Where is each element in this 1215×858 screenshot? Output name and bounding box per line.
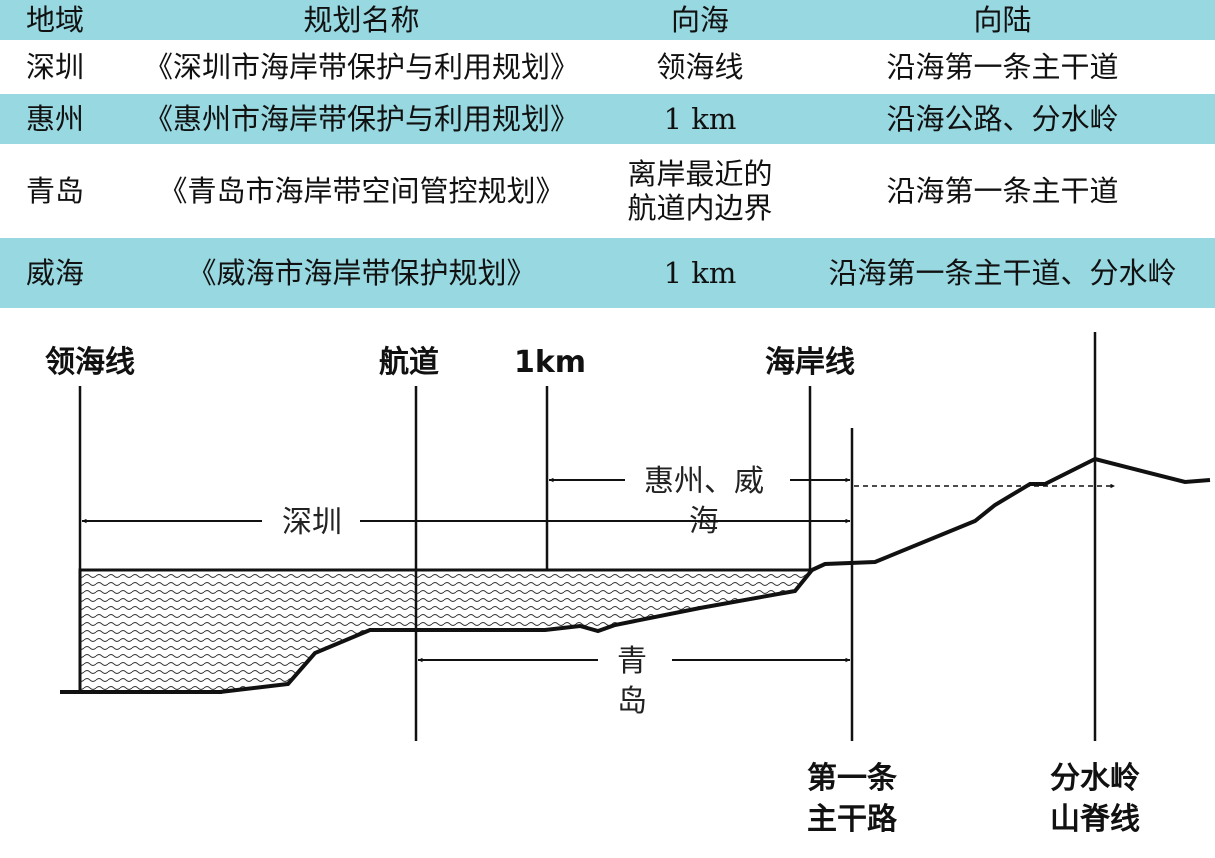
span-label-qingdao-2: 岛	[617, 684, 647, 719]
cell-region: 威海	[0, 238, 113, 308]
cell-region: 青岛	[0, 144, 113, 238]
label-one-km: 1km	[514, 345, 586, 380]
cell-seaward: 1 km	[610, 94, 790, 144]
seaward-line-2: 航道内边界	[627, 191, 773, 225]
table-row: 惠州 《惠州市海岸带保护与利用规划》 1 km 沿海公路、分水岭	[0, 94, 1215, 144]
header-landward: 向陆	[790, 0, 1215, 40]
span-label-shenzhen: 深圳	[282, 505, 342, 540]
header-seaward: 向海	[610, 0, 790, 40]
cell-landward: 沿海第一条主干道	[790, 40, 1215, 94]
label-ridge-1: 分水岭	[1050, 761, 1140, 796]
cell-plan: 《深圳市海岸带保护与利用规划》	[113, 40, 610, 94]
cell-plan: 《威海市海岸带保护规划》	[113, 238, 610, 308]
label-first-road-2: 主干路	[807, 802, 898, 837]
cell-plan: 《惠州市海岸带保护与利用规划》	[113, 94, 610, 144]
cell-landward: 沿海第一条主干道	[790, 144, 1215, 238]
header-plan-name: 规划名称	[113, 0, 610, 40]
table-row: 威海 《威海市海岸带保护规划》 1 km 沿海第一条主干道、分水岭	[0, 238, 1215, 308]
table-row: 深圳 《深圳市海岸带保护与利用规划》 领海线 沿海第一条主干道	[0, 40, 1215, 94]
seabed-profile	[219, 568, 814, 694]
cell-landward: 沿海公路、分水岭	[790, 94, 1215, 144]
cell-landward: 沿海第一条主干道、分水岭	[790, 238, 1215, 308]
coastal-zone-planning-table: 地域 规划名称 向海 向陆 深圳 《深圳市海岸带保护与利用规划》 领海线 沿海第…	[0, 0, 1215, 308]
label-channel: 航道	[379, 345, 439, 380]
cell-seaward: 领海线	[610, 40, 790, 94]
land-profile	[811, 456, 1211, 572]
table-row: 青岛 《青岛市海岸带空间管控规划》 离岸最近的 航道内边界 沿海第一条主干道	[0, 144, 1215, 238]
coastal-zone-boundary-diagram: 惠州、威 海 深圳 青 岛 领海线 航道 1km 海岸线 第一条 主干路 分水岭…	[45, 332, 1211, 837]
cell-region: 惠州	[0, 94, 113, 144]
seaward-line-1: 离岸最近的	[627, 157, 773, 191]
label-first-road-1: 第一条	[807, 761, 897, 796]
label-ridge-2: 山脊线	[1050, 802, 1140, 837]
cell-region: 深圳	[0, 40, 113, 94]
cell-plan: 《青岛市海岸带空间管控规划》	[113, 144, 610, 238]
span-label-huizhou-weihai-1: 惠州、威	[644, 464, 764, 499]
table-header-row: 地域 规划名称 向海 向陆	[0, 0, 1215, 40]
cell-seaward: 1 km	[610, 238, 790, 308]
span-label-qingdao-1: 青	[617, 644, 647, 679]
label-territorial-sea: 领海线	[45, 345, 135, 380]
cell-seaward: 离岸最近的 航道内边界	[610, 144, 790, 238]
label-coastline: 海岸线	[765, 345, 855, 380]
header-region: 地域	[0, 0, 113, 40]
